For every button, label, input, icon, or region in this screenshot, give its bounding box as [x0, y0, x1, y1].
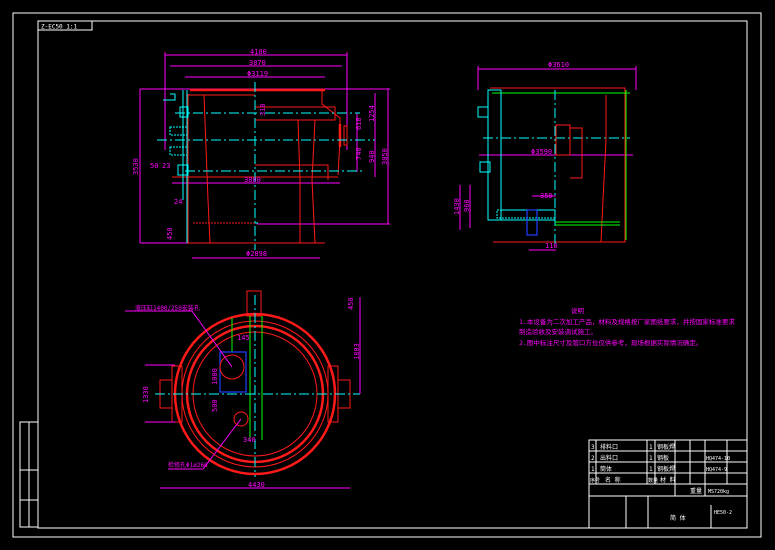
- dim-label: 350: [540, 192, 553, 200]
- notes-heading: 说明: [571, 306, 585, 315]
- notes: 说明 1.本设备为二次加工产品，材料及规格按厂家图纸要求，并按国家标准要求 制造…: [519, 306, 735, 347]
- dim-label: 340: [243, 436, 256, 444]
- dim-label: 500: [211, 399, 219, 412]
- dim-label: 3870: [249, 59, 266, 67]
- cell: 1: [649, 455, 653, 462]
- left-margin-table: [19, 421, 39, 528]
- cell: HQ474-10: [706, 456, 730, 462]
- cell: 数量: [648, 477, 658, 484]
- dim-label: 50: [150, 162, 158, 170]
- cell: 重量: [690, 487, 702, 495]
- note-line: 制造验收及安装调试施工。: [519, 327, 597, 336]
- dim-label: 740: [355, 147, 363, 160]
- dim-label: Φ3590: [531, 148, 552, 156]
- dim-label: 3800: [244, 176, 261, 184]
- dim-label: 618: [355, 117, 363, 130]
- drawing-title: 简 体: [670, 514, 686, 522]
- dim-label: 450: [166, 227, 174, 240]
- front-view: 4100 3870 Φ3119 3530 1254 3050 618 740 9…: [132, 48, 390, 259]
- cell: 排料口: [600, 443, 618, 451]
- dim-label: 960: [463, 199, 471, 212]
- dim-label: 3050: [381, 148, 389, 165]
- cell: 2: [591, 455, 595, 462]
- dim-label: 940: [368, 150, 376, 163]
- dim-label: 110: [545, 242, 558, 250]
- title-tag-box: [37, 20, 93, 31]
- plan-view: 450 1803 145 1000 500 1330 340 4430 液压缸1…: [125, 290, 361, 489]
- callout-label: 检修孔Φ1ø260: [168, 461, 208, 469]
- cell: 1: [591, 466, 595, 473]
- cell: MS720kg: [708, 489, 729, 495]
- cell: 序号: [590, 477, 600, 484]
- dim-label: 24: [174, 198, 182, 206]
- dim-label: 1330: [142, 386, 150, 403]
- cell: 钢板: [657, 454, 669, 462]
- cell: 出料口: [600, 454, 618, 462]
- cell: HQ474-9: [706, 467, 727, 473]
- callout-label: 液压缸1400/250安装孔: [135, 304, 200, 312]
- cell: 钢板焊: [657, 443, 675, 451]
- outer-border: [12, 12, 762, 538]
- cell: 材 料: [660, 476, 676, 484]
- inner-border: [37, 20, 748, 529]
- cell: 1: [649, 466, 653, 473]
- dim-label: Φ2898: [246, 250, 267, 258]
- dim-label: 450: [347, 297, 355, 310]
- note-line: 2.图中标注尺寸及管口方位仅供参考，现场根据实际情况确定。: [519, 338, 702, 347]
- cell: 筒体: [600, 465, 612, 473]
- cell: 3: [591, 444, 595, 451]
- title-block: 3 排料口 1 钢板焊 2 出料口 1 钢板 HQ474-10 1 筒体 1 钢…: [588, 439, 748, 529]
- dim-label: 310: [259, 103, 267, 116]
- dim-label: Φ3610: [548, 61, 569, 69]
- dim-label: 1803: [353, 343, 361, 360]
- dim-label: Φ3119: [247, 70, 268, 78]
- cell: 名 称: [605, 476, 621, 484]
- side-view: Φ3610 Φ3590 350 1430 960 110: [453, 61, 637, 251]
- dim-label: 3530: [132, 158, 140, 175]
- dim-label: 1254: [368, 105, 376, 122]
- cell: 1: [649, 444, 653, 451]
- cell: 钢板焊: [657, 465, 675, 473]
- title-tag: Z-ЕС50 1:1: [41, 24, 78, 31]
- dim-label: 23: [162, 162, 170, 170]
- dim-label: 1000: [211, 368, 219, 385]
- note-line: 1.本设备为二次加工产品，材料及规格按厂家图纸要求，并按国家标准要求: [519, 317, 735, 326]
- drawing-number: HE50-2: [714, 510, 732, 516]
- dim-label: 4100: [250, 48, 267, 56]
- dim-label: 4430: [248, 481, 265, 489]
- dim-label: 1430: [453, 198, 461, 215]
- dim-label: 145: [237, 334, 250, 342]
